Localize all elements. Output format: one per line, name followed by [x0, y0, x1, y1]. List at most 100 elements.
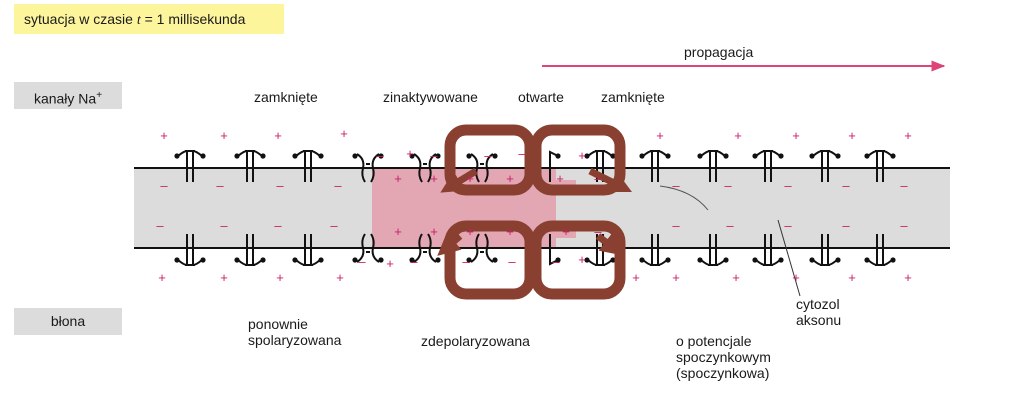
charge-sign: – — [900, 178, 908, 193]
charge-sign: – — [330, 218, 338, 233]
charge-sign: + — [406, 146, 414, 161]
charge-sign: + — [394, 224, 402, 239]
na-channel — [234, 149, 266, 182]
charge-sign: + — [466, 171, 474, 186]
charge-sign: – — [552, 254, 560, 269]
na-channel — [697, 149, 729, 182]
charge-sign: – — [724, 178, 732, 193]
charge-sign: – — [274, 218, 282, 233]
na-channel — [639, 149, 671, 182]
charge-sign: – — [900, 218, 908, 233]
charge-sign: + — [734, 128, 742, 143]
na-channel — [864, 149, 896, 182]
membrane-charges: ++++–+–––++++++––––+++++––––––––––+++++–… — [156, 126, 911, 285]
charge-sign: + — [656, 128, 664, 143]
charge-sign: + — [160, 128, 168, 143]
current-loop — [530, 220, 626, 300]
charge-sign: – — [594, 224, 602, 239]
charge-sign: – — [594, 171, 602, 186]
channel-state-closed-right: zamknięte — [601, 89, 665, 105]
time-variable: t — [136, 13, 141, 28]
charge-sign: + — [158, 270, 166, 285]
na-channel — [174, 234, 206, 267]
na-channel — [639, 234, 671, 267]
charge-sign: + — [578, 148, 586, 163]
charge-sign: – — [672, 178, 680, 193]
na-channel — [752, 234, 784, 267]
na-channel — [234, 234, 266, 267]
local-current-loops — [437, 124, 633, 300]
charge-sign: + — [632, 270, 640, 285]
charge-sign: + — [556, 171, 564, 186]
charge-sign: + — [220, 128, 228, 143]
na-channel — [174, 149, 206, 182]
channel-state-inactivated: zinaktywowane — [383, 89, 478, 105]
charge-sign: + — [276, 270, 284, 285]
na-channel — [864, 234, 896, 267]
charge-sign: + — [792, 128, 800, 143]
charge-sign: + — [562, 224, 570, 239]
charge-sign: + — [848, 270, 856, 285]
charge-sign: + — [506, 171, 514, 186]
charge-sign: + — [220, 270, 228, 285]
charge-sign: + — [466, 224, 474, 239]
current-loop-arrow — [440, 168, 478, 193]
charge-sign: + — [672, 270, 680, 285]
membrane-row-label: błona — [14, 308, 122, 335]
charge-sign: – — [484, 148, 492, 163]
charge-sign: + — [904, 270, 912, 285]
na-channel — [409, 153, 441, 183]
propagation-label: propagacja — [684, 44, 754, 60]
channel-state-closed-left: zamknięte — [254, 89, 318, 105]
charge-sign: + — [340, 126, 348, 141]
charge-sign: – — [410, 254, 418, 269]
charge-sign: – — [376, 148, 384, 163]
sodium-channels — [174, 149, 896, 267]
charge-sign: – — [276, 178, 284, 193]
na-channel — [584, 234, 616, 267]
charge-sign: – — [462, 254, 470, 269]
current-loop — [530, 124, 626, 196]
charge-sign: – — [726, 218, 734, 233]
charge-sign: – — [842, 218, 850, 233]
current-loop — [444, 124, 536, 196]
membrane-state-depolarized: zdepolaryzowana — [421, 333, 530, 349]
charge-sign: + — [430, 224, 438, 239]
charge-sign: – — [430, 148, 438, 163]
cytosol-pointer — [777, 219, 801, 297]
charge-sign: – — [220, 218, 228, 233]
charge-sign: – — [784, 218, 792, 233]
charge-sign: + — [578, 252, 586, 267]
charge-sign: + — [792, 270, 800, 285]
charge-sign: – — [784, 178, 792, 193]
charge-sign: – — [508, 254, 516, 269]
charge-sign: + — [336, 270, 344, 285]
na-channel — [466, 153, 498, 183]
na-channel — [584, 149, 616, 182]
charge-sign: + — [430, 171, 438, 186]
charge-sign: – — [358, 254, 366, 269]
charge-sign: + — [274, 128, 282, 143]
current-loop-arrow — [595, 232, 624, 256]
current-loop — [444, 220, 536, 300]
charge-sign: + — [848, 128, 856, 143]
current-flow-line — [659, 185, 709, 211]
channels-row-label: kanały Na+ — [14, 82, 122, 109]
na-channel — [809, 234, 841, 267]
na-channel — [809, 149, 841, 182]
charge-sign: – — [518, 146, 526, 161]
charge-sign: – — [216, 178, 224, 193]
na-channel — [292, 149, 324, 182]
na-channel — [292, 234, 324, 267]
charge-sign: – — [156, 218, 164, 233]
na-channel — [409, 233, 441, 263]
charge-sign: + — [732, 270, 740, 285]
charge-sign: – — [842, 178, 850, 193]
na-channel — [352, 153, 384, 183]
na-channel — [466, 233, 498, 263]
depolarized-spread-lower — [556, 228, 576, 238]
charge-sign: – — [672, 218, 680, 233]
